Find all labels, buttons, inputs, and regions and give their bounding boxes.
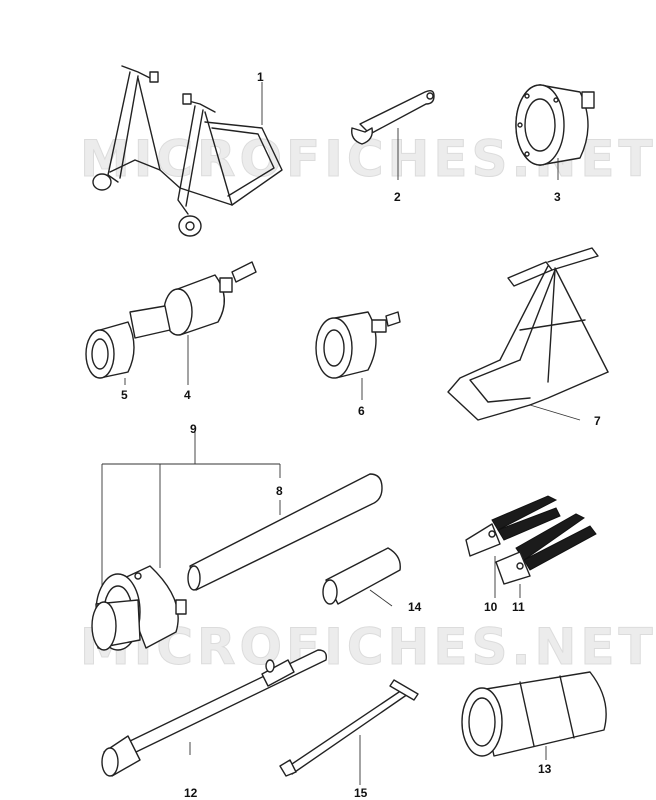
callout-6: 6 [358, 404, 365, 418]
part-9-puller-assembly [91, 565, 187, 651]
part-9-bracket [101, 432, 281, 598]
callout-3: 3 [554, 190, 561, 204]
callout-9: 9 [190, 422, 197, 436]
callout-15: 15 [354, 786, 368, 800]
callout-7: 7 [594, 414, 601, 428]
callout-10: 10 [484, 600, 498, 614]
callout-2: 2 [394, 190, 401, 204]
callout-1: 1 [257, 70, 264, 84]
part-14-sleeve [322, 547, 401, 607]
part-10-pliers [465, 495, 561, 598]
callout-14: 14 [408, 600, 422, 614]
part-1-paddock-stand [92, 65, 283, 237]
part-11-pliers [495, 513, 597, 598]
callout-4: 4 [184, 388, 191, 402]
callout-12: 12 [184, 786, 198, 800]
part-4-bearing-driver [129, 261, 257, 385]
part-7-front-stand [447, 247, 609, 421]
callout-8: 8 [276, 484, 283, 498]
part-6-small-puller [315, 311, 401, 400]
part-15-t-handle [279, 679, 419, 785]
part-2-pin-spanner [351, 89, 435, 180]
part-13-split-sleeve [461, 671, 607, 760]
callout-5: 5 [121, 388, 128, 402]
callout-13: 13 [538, 762, 552, 776]
part-5-bearing-ring [85, 321, 135, 385]
callout-11: 11 [512, 600, 525, 614]
part-12-slide-hammer [101, 649, 328, 777]
part-3-flange-puller [515, 84, 595, 180]
part-8-tube [187, 473, 383, 591]
